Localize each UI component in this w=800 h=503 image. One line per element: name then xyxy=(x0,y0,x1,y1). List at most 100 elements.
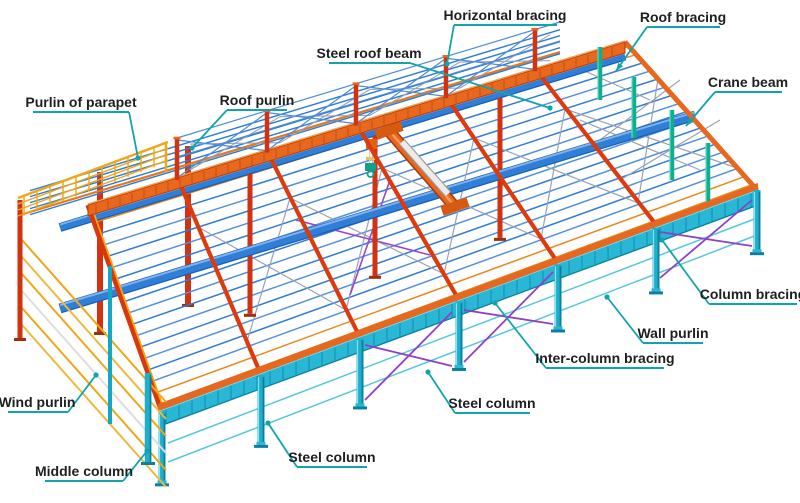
column-pedestal xyxy=(651,288,661,292)
label-text: Purlin of parapet xyxy=(25,94,137,110)
column-base xyxy=(353,406,367,410)
label-leader xyxy=(615,26,648,72)
label-leader xyxy=(122,450,148,482)
leader-arrowhead xyxy=(686,117,694,126)
crane-end-carriage xyxy=(374,121,404,140)
purlin-of-parapet xyxy=(17,159,169,217)
purlin-of-parapet xyxy=(17,147,169,205)
leader-dot xyxy=(144,448,150,454)
wind-purlin xyxy=(21,256,167,420)
roof-purlin xyxy=(29,28,561,192)
column-base xyxy=(369,275,381,279)
label-text: Horizontal bracing xyxy=(444,7,567,23)
steel-roof-beam xyxy=(354,122,462,303)
label-text: Roof purlin xyxy=(220,92,295,108)
interior-columns xyxy=(244,97,506,317)
label-text: Steel column xyxy=(288,449,375,465)
column-pedestal xyxy=(355,403,365,407)
crane-hoist xyxy=(366,139,377,149)
label-purlin-of-parapet: Purlin of parapet xyxy=(25,94,141,161)
label-text: Wind purlin xyxy=(0,394,75,410)
label-leader xyxy=(661,239,710,305)
horizontal-bracing-rod xyxy=(266,85,357,152)
leader-arrowhead xyxy=(616,62,624,71)
roof-purlin xyxy=(29,46,561,210)
roof-bracing-rod xyxy=(349,179,391,296)
overhead-crane xyxy=(365,121,470,216)
crane-beam-near xyxy=(58,110,697,314)
label-wind-purlin: Wind purlin xyxy=(0,372,99,413)
leader-dot xyxy=(189,145,195,151)
leader-dot xyxy=(604,294,610,300)
inter-column-bracing-rod xyxy=(364,311,453,401)
inter-column-bracing-rod xyxy=(463,271,554,363)
steel-roof-beam xyxy=(444,95,561,266)
column-base xyxy=(14,338,26,341)
ridge-assembly xyxy=(87,21,626,217)
roof-purlin xyxy=(29,40,561,204)
label-text: Inter-column bracing xyxy=(535,350,674,366)
end-wall xyxy=(14,200,167,488)
roof-bracing-rod xyxy=(540,108,566,240)
label-roof-bracing: Roof bracing xyxy=(615,9,726,72)
leader-dot xyxy=(659,237,665,243)
label-middle-column: Middle column xyxy=(35,448,150,482)
roof-bracing-rod xyxy=(579,119,701,171)
leader-dot xyxy=(425,369,431,375)
crane-end-carriage xyxy=(440,197,470,216)
label-text: Wall purlin xyxy=(637,325,708,341)
steel-roof-beam xyxy=(265,149,363,339)
column-base xyxy=(551,329,565,333)
label-text: Steel column xyxy=(448,395,535,411)
label-text: Crane beam xyxy=(708,74,788,90)
steel-roof-beam xyxy=(175,177,264,376)
label-leader xyxy=(267,422,298,468)
label-leader xyxy=(191,109,228,149)
column-base xyxy=(452,367,466,371)
leader-dot xyxy=(135,155,141,161)
purlin-of-parapet xyxy=(17,140,169,200)
label-leader xyxy=(446,24,455,65)
roof-bracing-rod xyxy=(289,197,445,275)
column-base xyxy=(244,313,256,317)
label-leader xyxy=(409,62,551,109)
inter-column-bracing-rod xyxy=(659,199,753,279)
column-base xyxy=(141,462,155,465)
leader-dot xyxy=(492,300,498,306)
label-horizontal-bracing: Horizontal bracing xyxy=(444,7,567,67)
label-text: Column bracing xyxy=(700,286,800,302)
column-base xyxy=(494,237,506,241)
label-crane-beam: Crane beam xyxy=(685,74,788,127)
roof-bracing-rod xyxy=(637,78,659,204)
label-roof-purlin: Roof purlin xyxy=(189,92,294,151)
gable-edge-beam xyxy=(623,40,759,192)
label-steel-column-front: Steel column xyxy=(265,420,376,468)
gable-posts xyxy=(597,47,711,206)
column-pedestal xyxy=(553,326,563,330)
wall-bracing xyxy=(364,199,753,401)
label-column-bracing: Column bracing xyxy=(659,237,800,305)
leader-dot xyxy=(547,105,553,111)
horizontal-bracing-chord xyxy=(176,21,561,139)
label-leader xyxy=(606,296,644,344)
leader-dot xyxy=(93,372,99,378)
horizontal-bracing-rod xyxy=(445,30,536,97)
column-pedestal xyxy=(752,249,762,253)
label-text: Roof bracing xyxy=(640,9,726,25)
leader-dot xyxy=(444,61,450,67)
column-pedestal xyxy=(454,364,464,368)
label-leader xyxy=(494,302,547,369)
wind-purlin xyxy=(21,290,167,454)
label-leader xyxy=(427,371,456,414)
column-base xyxy=(254,444,268,448)
wind-purlin xyxy=(21,324,167,488)
steel-roof-beam xyxy=(533,67,660,229)
parapet xyxy=(17,140,169,217)
hook-block xyxy=(365,163,376,171)
column-base xyxy=(155,483,169,487)
front-columns xyxy=(155,190,764,487)
label-leader xyxy=(128,111,139,159)
